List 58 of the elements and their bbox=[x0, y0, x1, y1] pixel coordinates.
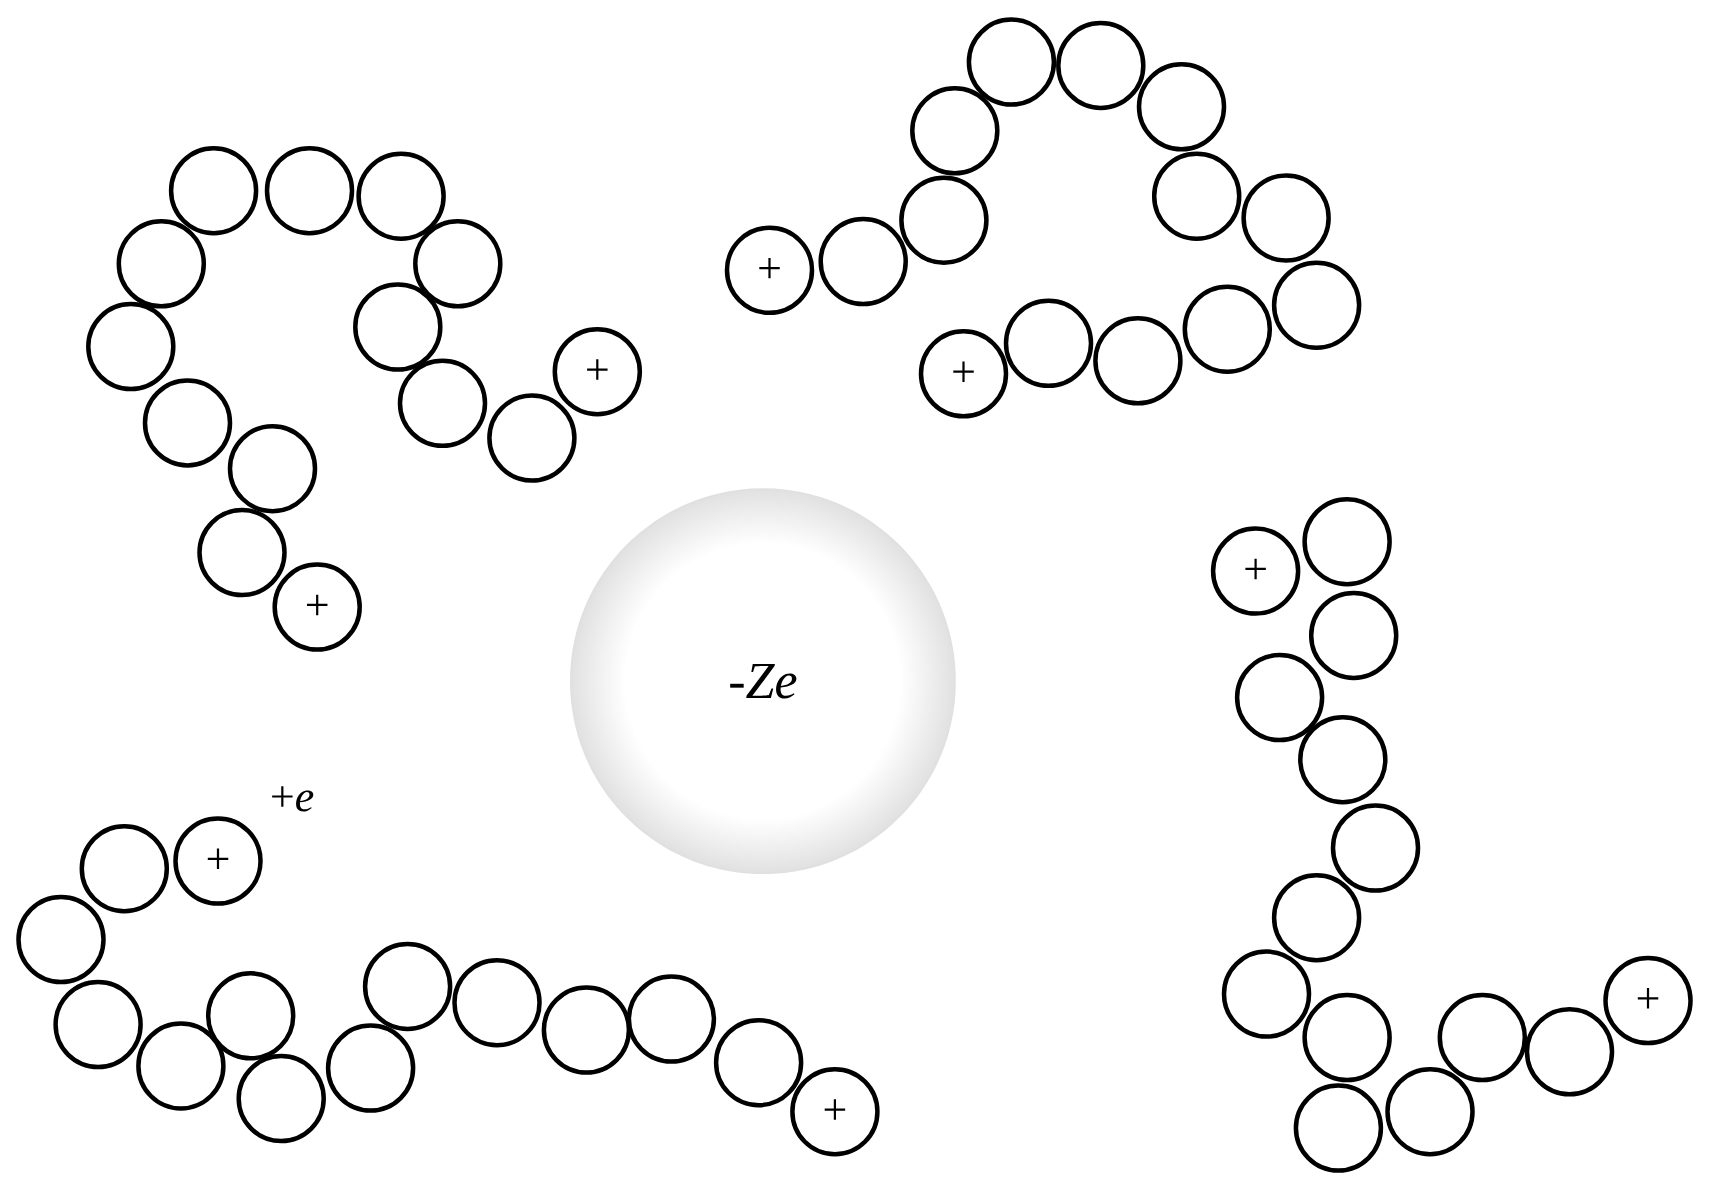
bead bbox=[264, 145, 355, 236]
bead bbox=[1385, 1066, 1475, 1157]
bead bbox=[713, 1017, 804, 1108]
bead bbox=[1330, 803, 1421, 893]
bead bbox=[899, 175, 989, 265]
bead bbox=[1221, 949, 1312, 1039]
bead bbox=[1241, 173, 1331, 263]
bead bbox=[397, 358, 488, 449]
bead bbox=[227, 423, 318, 514]
charge-label: +e bbox=[272, 786, 314, 812]
charged-bead: + bbox=[724, 225, 815, 316]
bead bbox=[1093, 316, 1183, 406]
bead bbox=[541, 985, 632, 1075]
bead bbox=[966, 17, 1057, 107]
charged-bead: + bbox=[272, 562, 362, 652]
bead bbox=[1151, 151, 1242, 241]
bead bbox=[1182, 284, 1273, 374]
bead bbox=[86, 301, 176, 392]
bead bbox=[116, 219, 207, 309]
bead bbox=[910, 86, 1000, 176]
bead bbox=[79, 823, 170, 914]
charged-bead: + bbox=[790, 1066, 880, 1157]
bead bbox=[205, 971, 296, 1061]
charged-bead: + bbox=[1603, 955, 1693, 1046]
bead bbox=[1308, 590, 1399, 681]
bead bbox=[353, 282, 443, 372]
charged-bead: + bbox=[552, 326, 643, 417]
bead bbox=[1234, 652, 1325, 743]
bead bbox=[236, 1053, 326, 1144]
charged-bead: + bbox=[1210, 526, 1301, 616]
bead bbox=[1298, 714, 1388, 805]
bead bbox=[325, 1023, 416, 1113]
bead bbox=[1293, 1083, 1384, 1173]
bead bbox=[1271, 872, 1362, 963]
bead bbox=[1437, 992, 1528, 1083]
bead bbox=[362, 941, 453, 1032]
bead bbox=[626, 974, 717, 1064]
bead bbox=[1136, 62, 1227, 152]
bead bbox=[356, 151, 446, 241]
bead bbox=[197, 507, 287, 598]
bead bbox=[452, 957, 542, 1048]
bead bbox=[16, 894, 106, 985]
charged-bead: + bbox=[918, 329, 1009, 419]
bead bbox=[1302, 496, 1392, 587]
bead bbox=[136, 1021, 226, 1111]
bead bbox=[142, 378, 233, 468]
bead bbox=[413, 219, 503, 309]
sphere: -Ze bbox=[730, 663, 797, 699]
bead bbox=[1056, 20, 1146, 111]
charged-bead: + bbox=[173, 816, 263, 906]
bead bbox=[1271, 260, 1362, 350]
bead bbox=[1524, 1007, 1615, 1097]
bead bbox=[487, 393, 577, 483]
bead bbox=[53, 979, 143, 1070]
bead bbox=[168, 145, 259, 236]
bead bbox=[1003, 298, 1094, 389]
bead bbox=[1302, 992, 1392, 1083]
bead bbox=[818, 216, 908, 307]
